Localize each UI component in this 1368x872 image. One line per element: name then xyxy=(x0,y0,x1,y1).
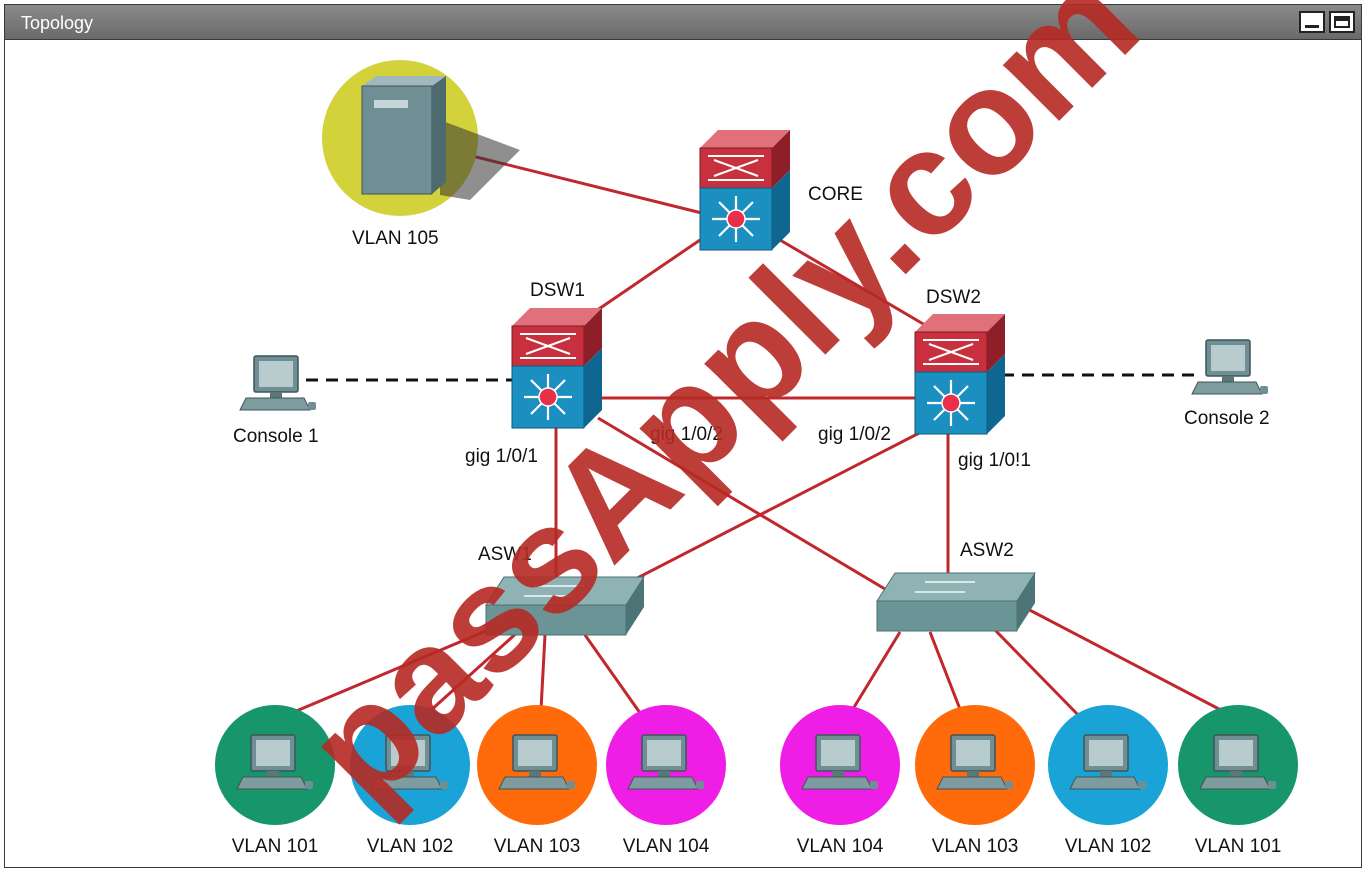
server-shadow xyxy=(440,120,520,200)
host-label: VLAN 102 xyxy=(1065,836,1152,857)
dsw1-switch[interactable]: DSW1 xyxy=(510,280,604,430)
link-asw1-host2 xyxy=(418,628,522,722)
link-asw2-host7 xyxy=(993,628,1087,724)
core-label: CORE xyxy=(808,184,863,205)
host-node[interactable]: VLAN 102 xyxy=(350,705,470,857)
host-node[interactable]: VLAN 104 xyxy=(606,705,726,857)
minimize-icon[interactable] xyxy=(1299,11,1325,33)
server-icon xyxy=(361,76,446,195)
console2-node[interactable]: Console 2 xyxy=(1184,339,1270,429)
maximize-icon[interactable] xyxy=(1329,11,1355,33)
dsw2-switch[interactable]: DSW2 xyxy=(913,287,1007,436)
server-label: VLAN 105 xyxy=(352,228,439,249)
link-dsw2-asw1 xyxy=(609,428,926,594)
server-node[interactable]: VLAN 105 xyxy=(322,60,520,249)
host-node[interactable]: VLAN 103 xyxy=(915,705,1035,857)
console1-label: Console 1 xyxy=(233,426,319,447)
dsw2-label: DSW2 xyxy=(926,287,981,308)
host-label: VLAN 101 xyxy=(1195,836,1282,857)
host-label: VLAN 103 xyxy=(494,836,581,857)
host-node[interactable]: VLAN 101 xyxy=(215,705,335,857)
dsw1-label: DSW1 xyxy=(530,280,585,301)
port-label-dsw2-gig102: gig 1/0/2 xyxy=(818,424,891,445)
console1-pc-icon xyxy=(239,355,317,411)
asw2-switch-icon xyxy=(876,572,1036,632)
host-label: VLAN 101 xyxy=(232,836,319,857)
link-asw1-host4 xyxy=(583,634,647,721)
console2-pc-icon xyxy=(1191,339,1269,395)
port-label-dsw1-gig101: gig 1/0/1 xyxy=(465,446,538,467)
asw2-label: ASW2 xyxy=(960,540,1014,561)
core-switch[interactable]: CORE xyxy=(698,128,863,252)
asw1-switch[interactable]: ASW1 xyxy=(478,544,645,636)
host-node[interactable]: VLAN 103 xyxy=(477,705,597,857)
host-row: VLAN 101 VLAN 102 VLAN 103 VLAN 104 VLAN 104… xyxy=(215,705,1298,857)
host-node[interactable]: VLAN 102 xyxy=(1048,705,1168,857)
port-label-dsw2-gig101: gig 1/0!1 xyxy=(958,450,1031,471)
host-label: VLAN 104 xyxy=(797,836,884,857)
window-title: Topology xyxy=(21,13,94,33)
link-asw2-host6 xyxy=(928,631,967,723)
link-asw1-host1 xyxy=(274,623,501,722)
console1-node[interactable]: Console 1 xyxy=(233,355,319,447)
console2-label: Console 2 xyxy=(1184,408,1270,429)
host-label: VLAN 103 xyxy=(932,836,1019,857)
host-node[interactable]: VLAN 101 xyxy=(1178,705,1298,857)
link-asw2-host8 xyxy=(1019,603,1241,722)
host-node[interactable]: VLAN 104 xyxy=(780,705,900,857)
link-core-dsw2 xyxy=(779,238,926,327)
asw2-switch[interactable]: ASW2 xyxy=(876,540,1036,632)
link-core-dsw1 xyxy=(589,238,701,317)
host-label: VLAN 104 xyxy=(623,836,710,857)
link-dsw1-asw2 xyxy=(597,416,901,600)
title-bar[interactable]: Topology xyxy=(5,5,1361,40)
dsw2-switch-icon xyxy=(913,312,1007,436)
asw1-label: ASW1 xyxy=(478,544,532,565)
port-label-dsw1-gig102: gig 1/0/2 xyxy=(650,424,723,445)
host-label: VLAN 102 xyxy=(367,836,454,857)
